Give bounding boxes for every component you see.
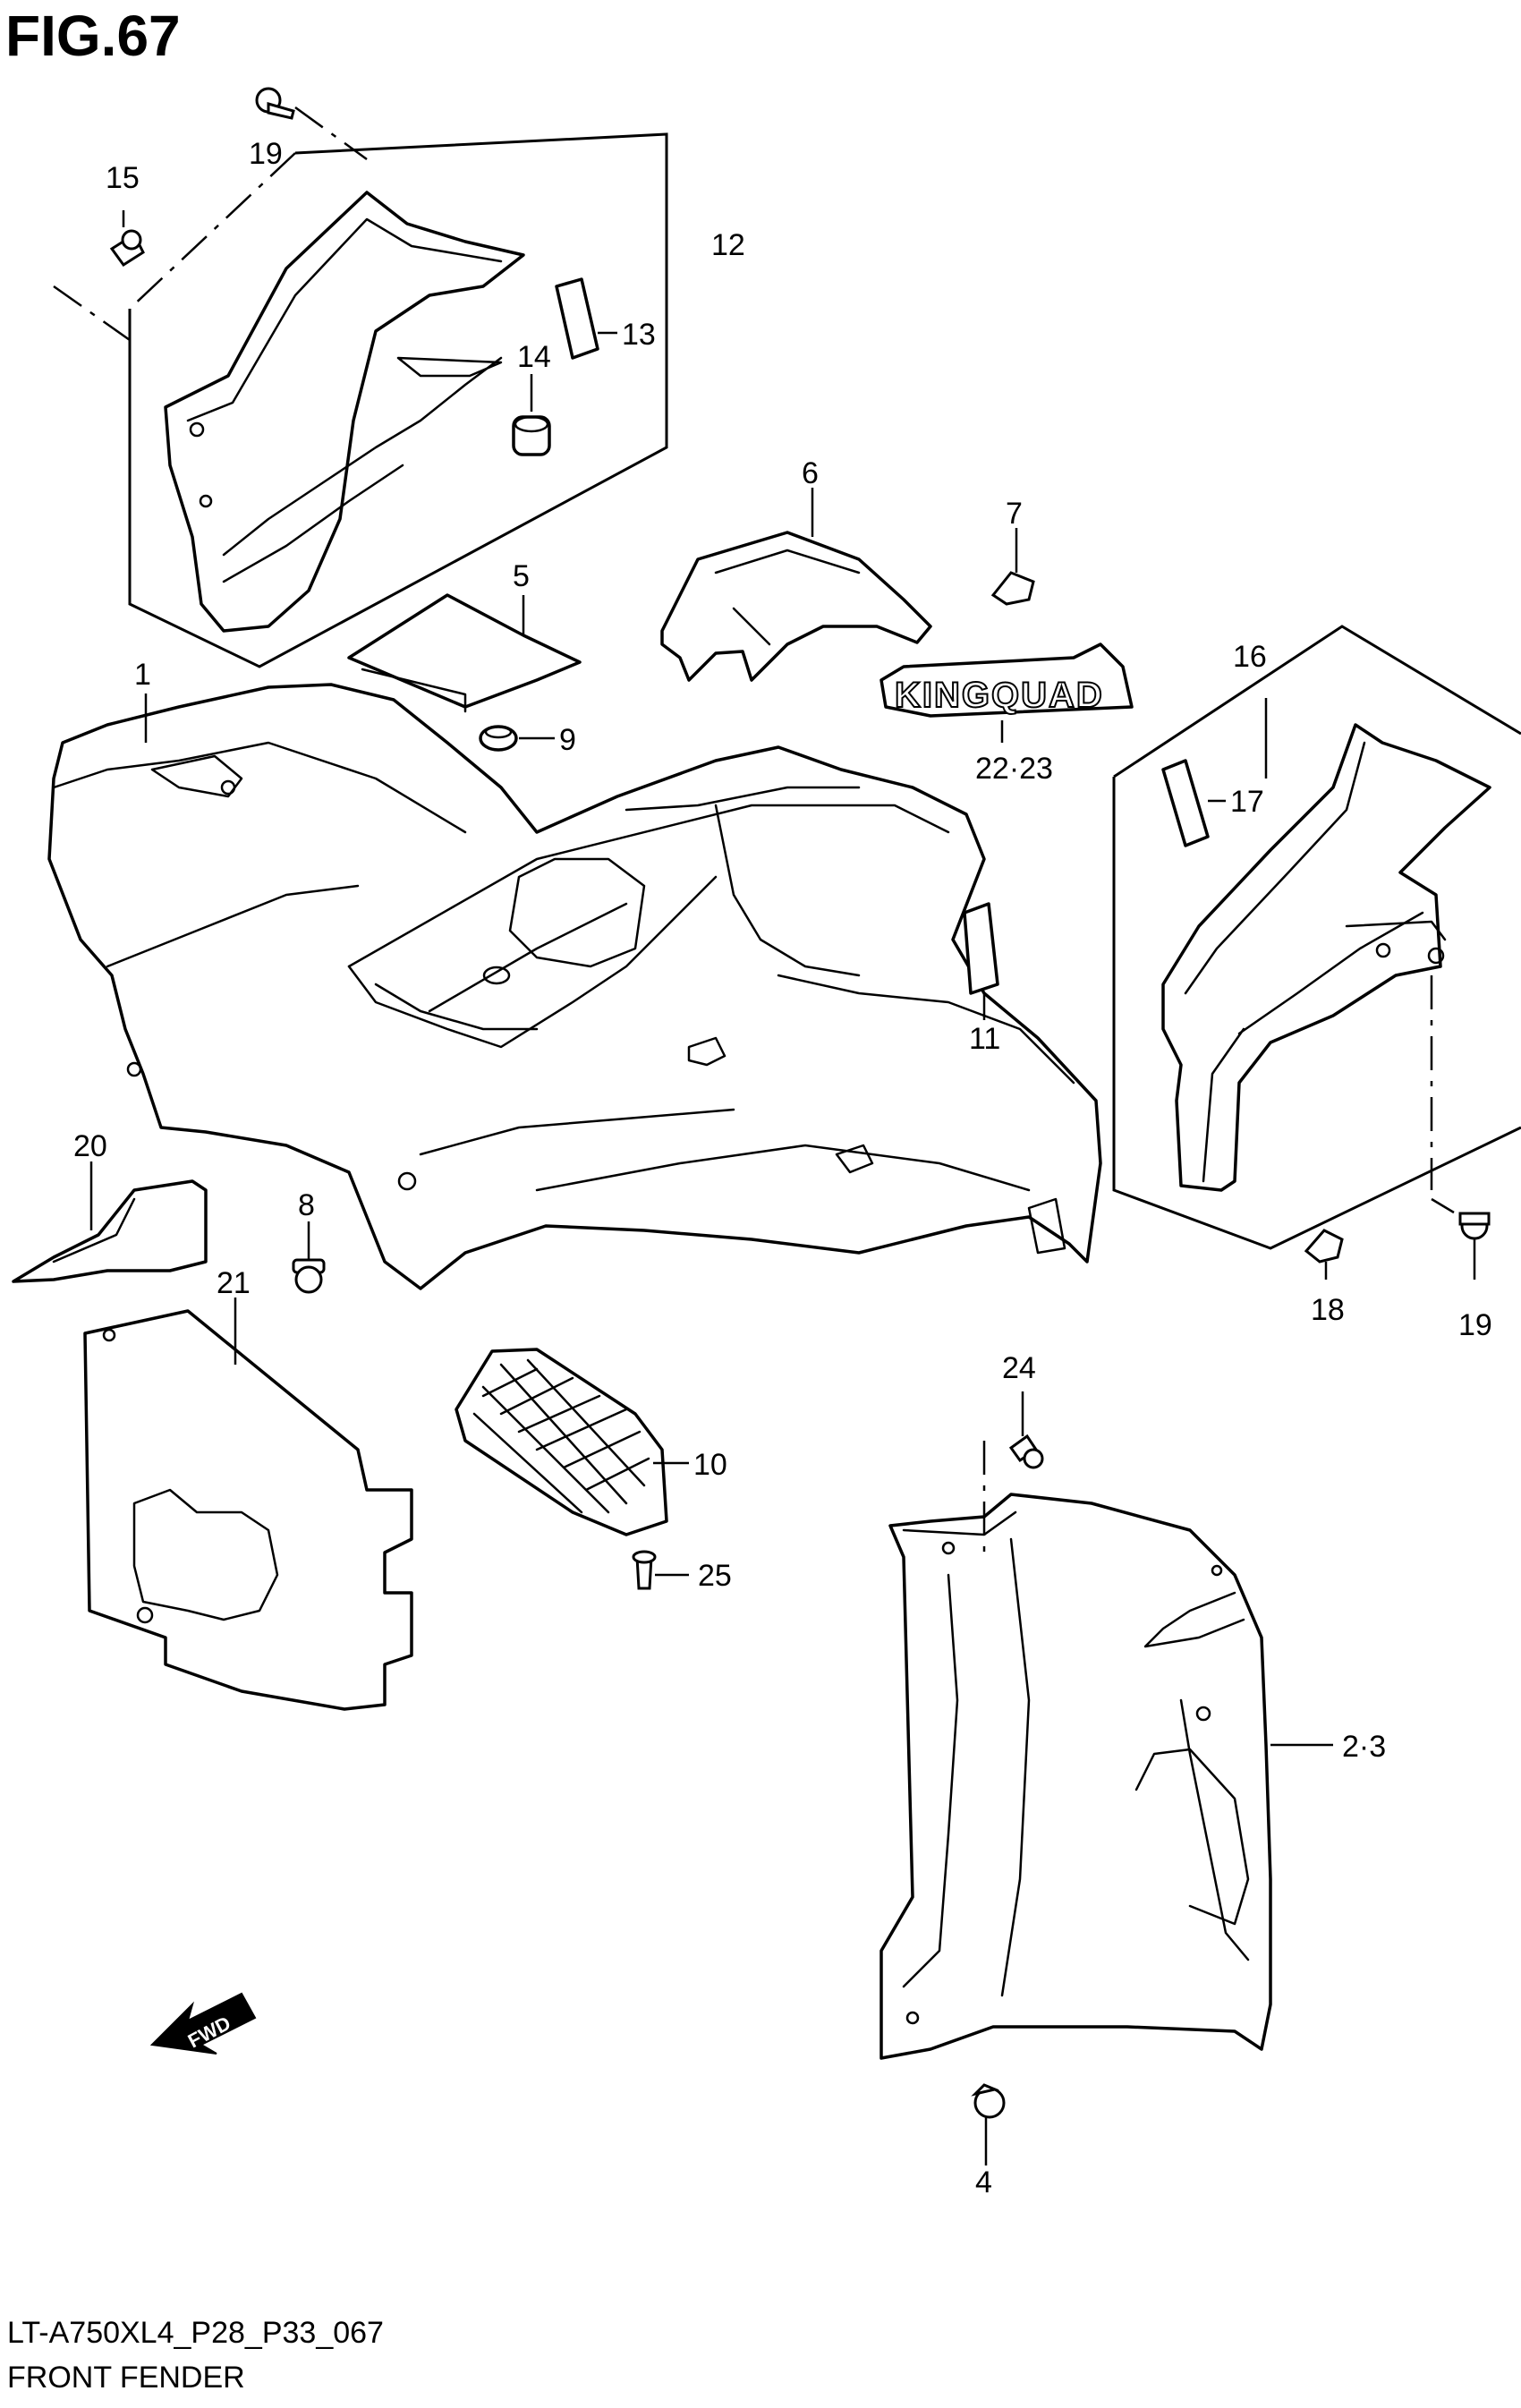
inset-box-right <box>1112 625 1521 1250</box>
callouts: 1 2·3 4 5 6 7 8 9 10 11 12 13 14 15 16 1… <box>73 137 1492 2200</box>
callout-9: 9 <box>559 723 576 757</box>
screw-part-19-top <box>255 87 295 120</box>
cover-part-21 <box>83 1298 413 1711</box>
callout-16: 16 <box>1233 640 1267 674</box>
inset-box-left <box>53 106 668 668</box>
front-fender-part-1 <box>47 683 1102 1290</box>
bracket-part-20 <box>12 1161 208 1283</box>
clip-part-7 <box>990 528 1035 606</box>
cover-part-5 <box>347 593 582 713</box>
screw-part-4 <box>971 2083 1006 2165</box>
callout-25: 25 <box>698 1559 732 1593</box>
callout-14: 14 <box>517 340 551 374</box>
emblem-part-22-23: KINGQUAD <box>879 642 1134 743</box>
screw-part-8 <box>292 1221 326 1294</box>
side-panel-part-12 <box>164 191 525 633</box>
fwd-arrow: FWD <box>149 1992 257 2055</box>
callout-7: 7 <box>1006 497 1023 531</box>
callout-10: 10 <box>693 1448 727 1482</box>
screw-part-19-right <box>1458 1212 1491 1280</box>
callout-11: 11 <box>969 1022 1000 1056</box>
emblem-text: KINGQUAD <box>895 676 1104 715</box>
screw-part-24 <box>1008 1391 1044 1469</box>
screw-part-25 <box>632 1550 689 1590</box>
callout-17: 17 <box>1230 785 1264 819</box>
mud-guard-part-2-3 <box>879 1441 1333 2060</box>
callout-4: 4 <box>975 2165 992 2200</box>
callout-1: 1 <box>134 658 151 692</box>
section-name: FRONT FENDER <box>7 2361 245 2395</box>
callout-2-3: 2·3 <box>1342 1730 1386 1764</box>
callout-20: 20 <box>73 1129 107 1163</box>
callout-15: 15 <box>106 161 140 195</box>
callout-24: 24 <box>1002 1351 1036 1385</box>
callout-13: 13 <box>622 318 656 352</box>
callout-21: 21 <box>217 1266 251 1300</box>
callout-8: 8 <box>298 1188 315 1222</box>
model-code: LT-A750XL4_P28_P33_067 <box>7 2316 384 2350</box>
damper-part-9 <box>479 725 555 752</box>
callout-6: 6 <box>802 456 819 490</box>
cushion-part-14 <box>512 374 551 456</box>
seal-part-17 <box>1161 759 1226 847</box>
figure-title: FIG.67 <box>5 4 181 68</box>
grille-part-10 <box>455 1348 689 1536</box>
cover-part-6 <box>660 488 932 682</box>
callout-18: 18 <box>1311 1293 1345 1327</box>
side-panel-part-16 <box>1161 698 1491 1192</box>
callout-22-23: 22·23 <box>975 752 1053 786</box>
clip-part-15 <box>109 210 145 268</box>
callout-19-right: 19 <box>1458 1308 1492 1342</box>
callout-12: 12 <box>711 228 745 262</box>
callout-19-top: 19 <box>249 137 283 171</box>
callout-5: 5 <box>513 559 530 593</box>
clip-part-18 <box>1304 1229 1344 1280</box>
seal-part-13 <box>555 277 617 360</box>
seal-part-11 <box>963 902 999 1020</box>
